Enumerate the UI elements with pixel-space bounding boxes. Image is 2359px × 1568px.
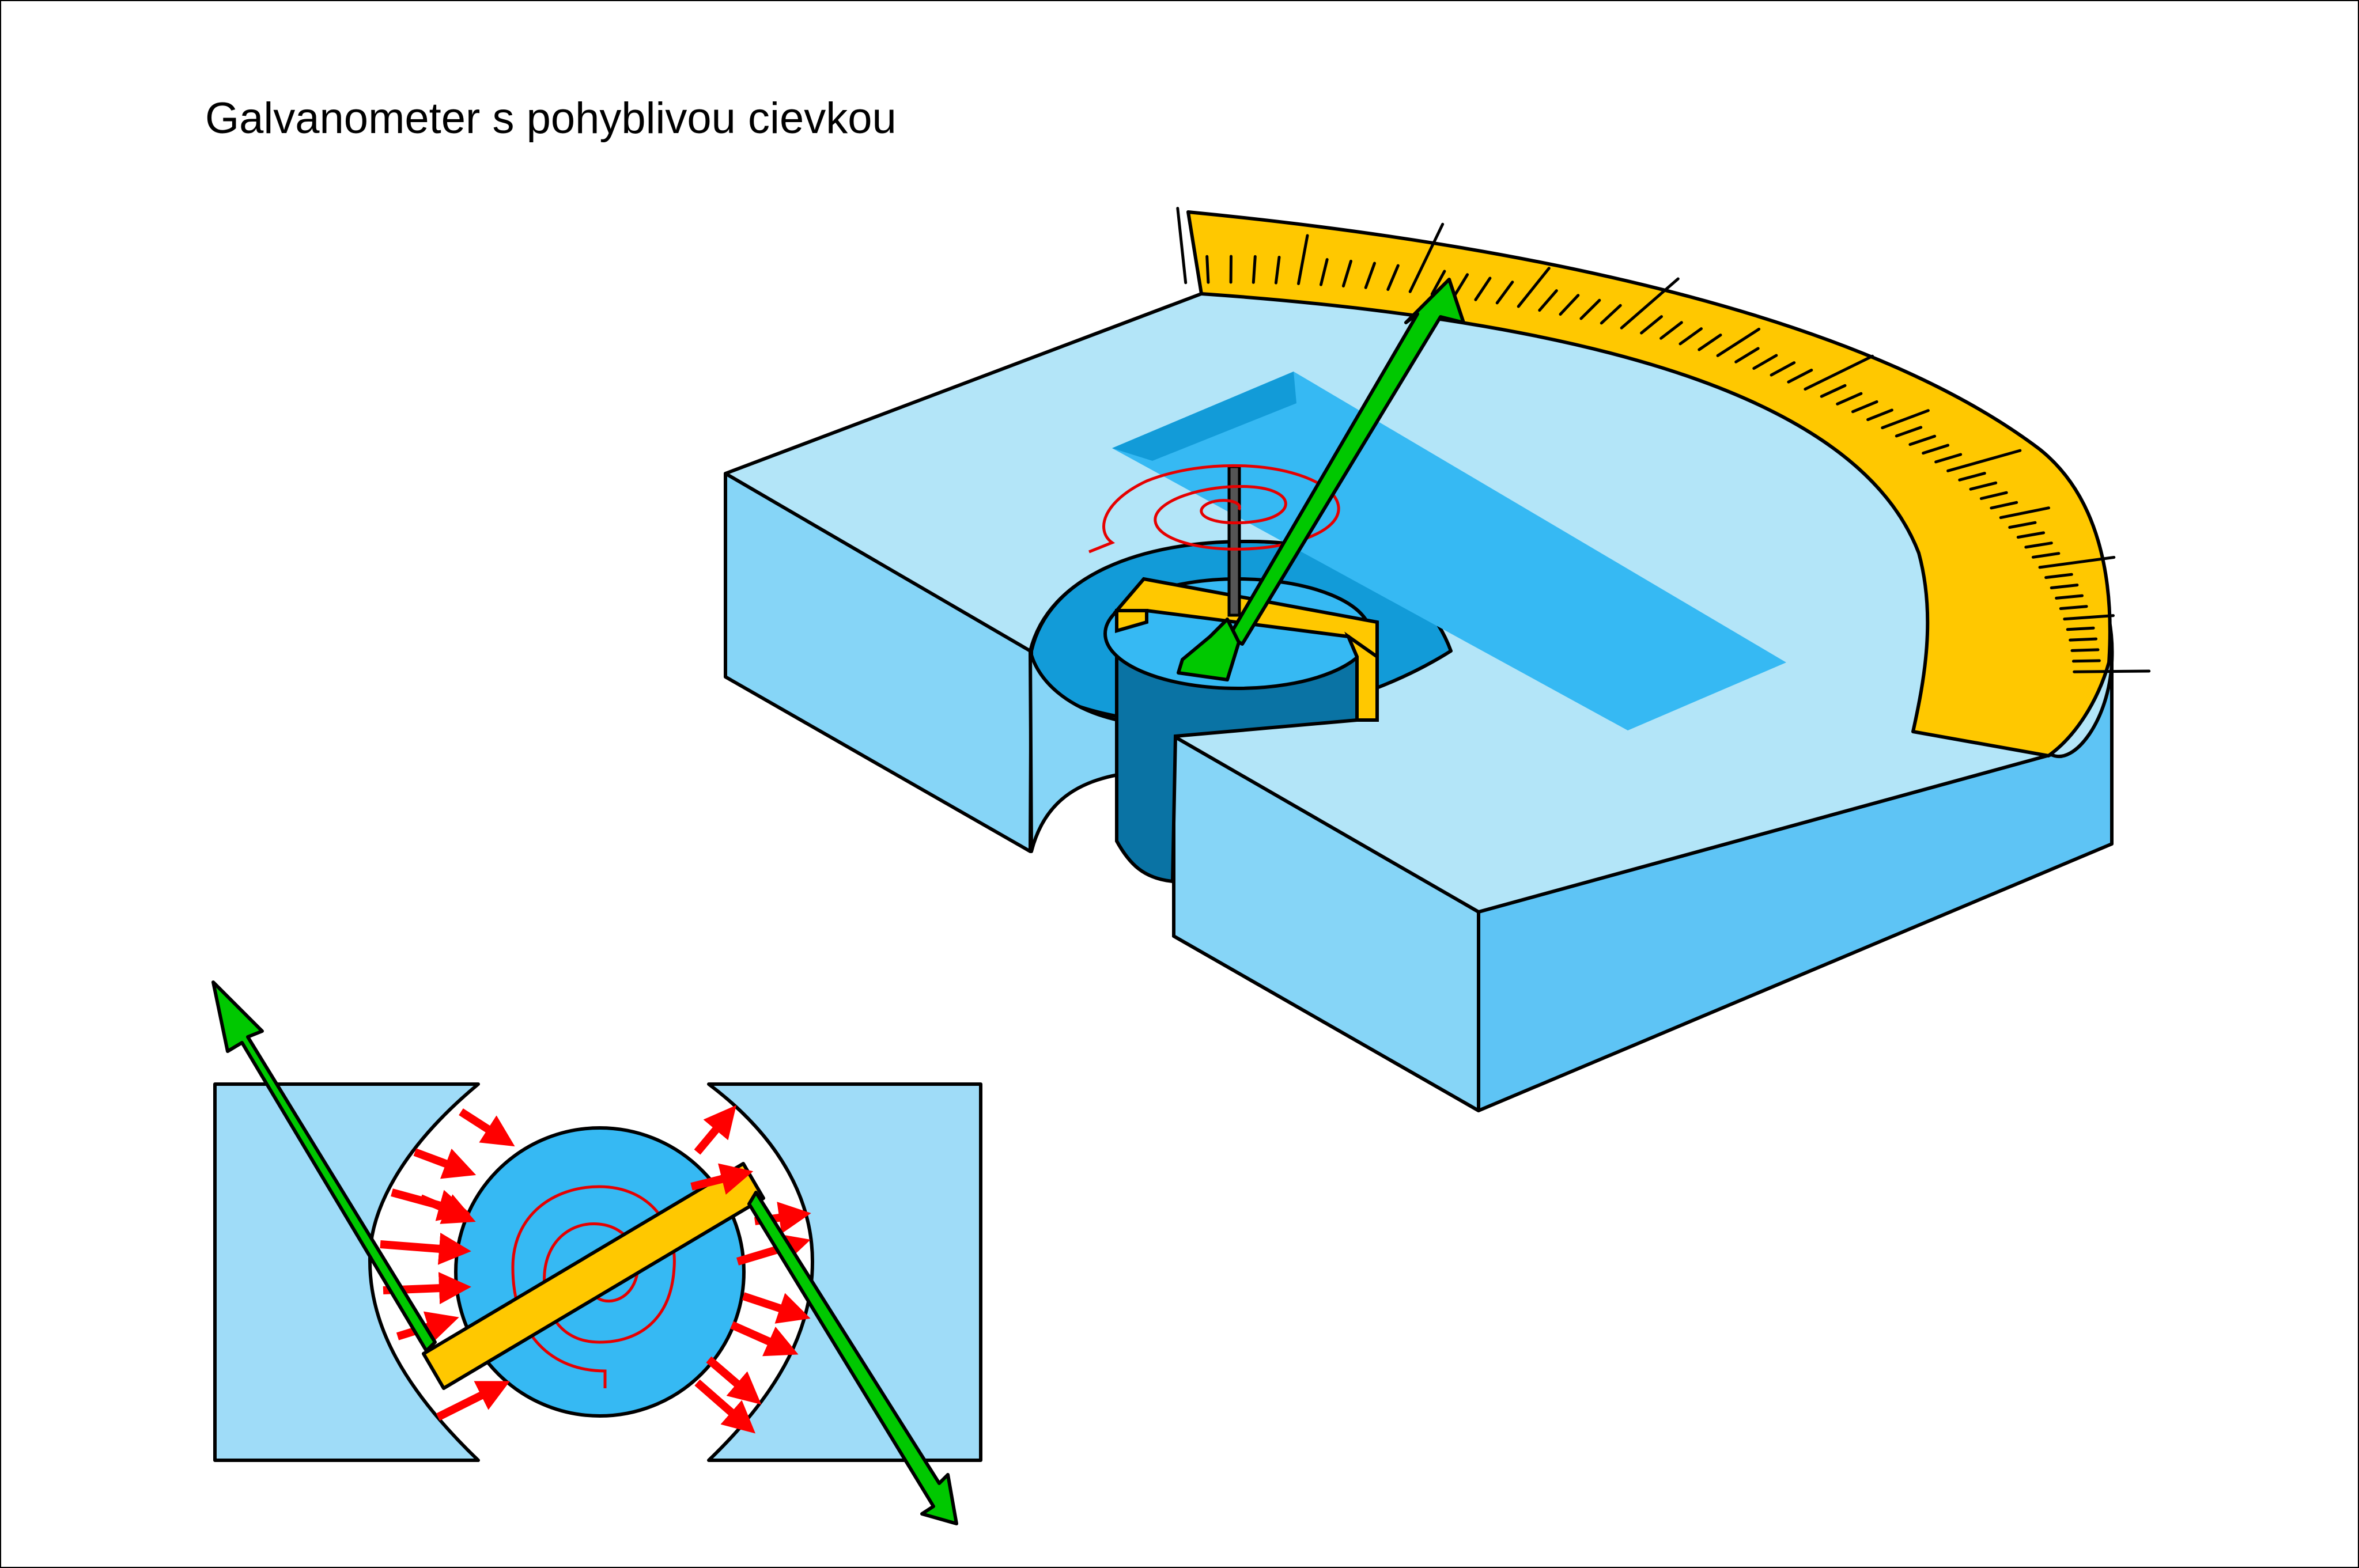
scale-tick bbox=[1341, 259, 1352, 287]
axle bbox=[1227, 465, 1241, 617]
field-arrow bbox=[459, 1108, 515, 1147]
scale-tick bbox=[1678, 327, 1703, 346]
scale-tick bbox=[1297, 234, 1309, 285]
scale-tick bbox=[1990, 501, 2018, 510]
scale-tick bbox=[1969, 481, 1998, 491]
scale-tick bbox=[2069, 637, 2098, 642]
scale-tick bbox=[2070, 648, 2100, 652]
scale-tick bbox=[1320, 258, 1329, 286]
scale-tick bbox=[1946, 449, 2022, 472]
scale-tick bbox=[1999, 506, 2050, 520]
scale-tick bbox=[1734, 347, 1760, 363]
scale bbox=[1176, 207, 2151, 758]
scale-tick bbox=[1698, 334, 1722, 351]
scale-tick bbox=[1252, 255, 1257, 284]
field-arrow bbox=[419, 1194, 476, 1224]
scale-tick bbox=[1787, 369, 1813, 384]
scale-tick bbox=[2073, 669, 2151, 673]
scale-tick bbox=[1908, 434, 1937, 446]
scale-tick bbox=[2016, 531, 2046, 539]
scale-tick bbox=[1495, 281, 1514, 305]
field-arrow bbox=[380, 1232, 471, 1265]
scale-tick bbox=[1881, 409, 1930, 430]
field-arrow bbox=[694, 1105, 736, 1155]
horseshoe-magnet bbox=[724, 290, 2114, 1112]
scale-tick bbox=[1386, 264, 1400, 291]
scale-tick bbox=[2050, 584, 2079, 589]
spiral-spring-icon bbox=[1088, 464, 1340, 554]
field-arrow bbox=[690, 1163, 754, 1195]
scale-tick bbox=[1452, 273, 1469, 298]
inset-coil bbox=[422, 1162, 765, 1390]
scale-tick bbox=[2059, 605, 2088, 610]
scale-tick bbox=[1895, 426, 1923, 438]
scale-tick bbox=[2031, 552, 2061, 559]
scale-tick bbox=[2008, 521, 2037, 529]
scale-tick bbox=[1430, 270, 1446, 296]
inset-right-pole bbox=[707, 1082, 982, 1462]
scale-tick bbox=[1408, 222, 1445, 293]
inset-pointer-lower bbox=[747, 1191, 958, 1525]
scale-tick bbox=[1851, 400, 1878, 414]
scale-tick bbox=[1770, 361, 1796, 377]
magnet-slot bbox=[1112, 372, 1786, 730]
field-arrow bbox=[742, 1292, 811, 1324]
magnet-slot-edge bbox=[1112, 372, 1296, 461]
pointer-arrow-icon bbox=[1177, 278, 1465, 681]
field-arrow bbox=[413, 1148, 477, 1179]
scale-tick bbox=[1559, 294, 1580, 316]
scale-tick bbox=[1517, 267, 1551, 308]
scale-tick bbox=[1866, 408, 1893, 421]
scale-tick bbox=[1934, 453, 1963, 464]
scale-tick bbox=[1659, 321, 1683, 340]
field-arrow bbox=[436, 1381, 511, 1421]
scale-tick bbox=[1600, 304, 1622, 325]
scale-tick bbox=[2066, 626, 2095, 631]
scale-tick bbox=[1804, 354, 1874, 391]
scale-tick bbox=[1752, 354, 1778, 370]
scale-tick bbox=[1474, 277, 1492, 301]
scale-tick bbox=[2024, 541, 2053, 549]
scale-ticks-icon bbox=[1176, 207, 2151, 673]
inset-pointer-upper bbox=[211, 980, 437, 1353]
scale-tick bbox=[1922, 444, 1950, 455]
coil-left-leg bbox=[1115, 609, 1148, 633]
scale-tick bbox=[1274, 256, 1281, 285]
field-arrow bbox=[730, 1321, 799, 1357]
scale-tick bbox=[2055, 594, 2084, 600]
diagram-title: Galvanometer s pohyblivou cievkou bbox=[205, 94, 897, 143]
scale-tick bbox=[1176, 207, 1188, 285]
coil-right-leg bbox=[1344, 631, 1379, 722]
scale-tick bbox=[2038, 556, 2116, 569]
core-side bbox=[1115, 628, 1359, 884]
scale-tick bbox=[1205, 255, 1210, 284]
scale-tick bbox=[2044, 573, 2073, 580]
field-arrow bbox=[694, 1379, 756, 1434]
scale-tick bbox=[1716, 327, 1761, 357]
scale-tick bbox=[1620, 277, 1680, 329]
scale-tick bbox=[1364, 262, 1376, 289]
scale-tick bbox=[1538, 289, 1558, 312]
scale-tick bbox=[1836, 392, 1863, 406]
inset-pointer bbox=[211, 980, 958, 1525]
scale-tick bbox=[1979, 491, 2008, 500]
field-arrow bbox=[706, 1356, 762, 1405]
scale-arc bbox=[1186, 210, 2112, 758]
scale-tick bbox=[1640, 315, 1663, 335]
inset-left-pole bbox=[213, 1082, 480, 1462]
scale-tick bbox=[1958, 472, 1986, 482]
scale-tick bbox=[1820, 384, 1847, 398]
scale-tick bbox=[2063, 614, 2115, 621]
pointer-counterweight bbox=[1177, 618, 1241, 681]
scale-tick bbox=[1579, 298, 1601, 320]
top-view-inset bbox=[211, 980, 982, 1525]
